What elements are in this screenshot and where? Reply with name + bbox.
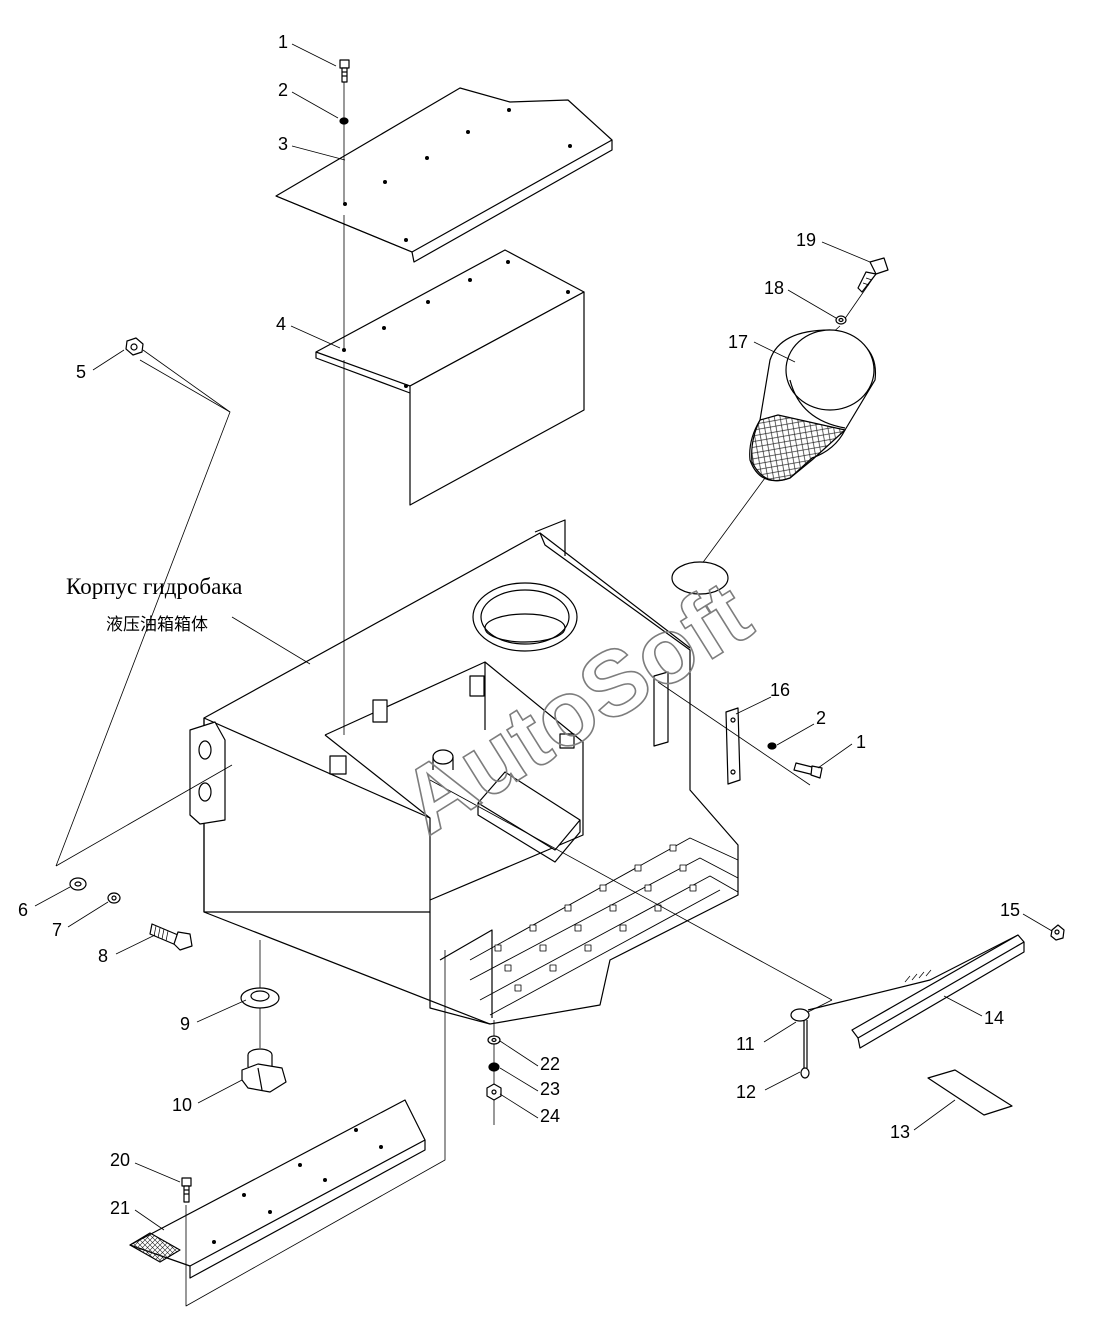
part-label-p24: 24 xyxy=(540,1106,560,1126)
part-label-p3: 3 xyxy=(278,134,288,154)
leader-lines xyxy=(34,43,1053,1231)
part-label-p2b: 2 xyxy=(816,708,826,728)
part-label-p20: 20 xyxy=(110,1150,130,1170)
bolt-20 xyxy=(181,1177,192,1203)
cotter-pin-12 xyxy=(800,1020,810,1079)
part-label-p15: 15 xyxy=(1000,900,1020,920)
washer-6 xyxy=(69,877,87,891)
part-label-p6: 6 xyxy=(18,900,28,920)
part-label-p23: 23 xyxy=(540,1079,560,1099)
part-label-p4: 4 xyxy=(276,314,286,334)
part-label-p22: 22 xyxy=(540,1054,560,1074)
part-label-p21: 21 xyxy=(110,1198,130,1218)
filter-element-17 xyxy=(749,329,877,482)
assembly-title-cn: 液压油箱箱体 xyxy=(106,615,208,635)
washer-22 xyxy=(487,1035,501,1045)
bolt-19 xyxy=(857,257,889,293)
spring-washer-7 xyxy=(107,892,121,904)
part-label-p18: 18 xyxy=(764,278,784,298)
bolt-8 xyxy=(149,923,193,951)
watermark: AutoSoft xyxy=(384,561,769,855)
rod-11 xyxy=(790,934,1019,1022)
bracket-16 xyxy=(725,707,741,785)
part-label-p16: 16 xyxy=(770,680,790,700)
nut-15 xyxy=(1050,924,1065,941)
hydraulic-tank-body xyxy=(189,519,739,1025)
cover-bracket-14 xyxy=(851,934,1025,1049)
part-label-p11: 11 xyxy=(736,1034,755,1054)
washer-2-side xyxy=(767,742,777,750)
part-label-p14: 14 xyxy=(984,1008,1004,1028)
filter-flange xyxy=(671,561,729,595)
part-label-p12: 12 xyxy=(736,1082,756,1102)
part-label-p1a: 1 xyxy=(278,32,288,52)
washer-18 xyxy=(835,315,847,325)
spring-washer-23 xyxy=(488,1062,500,1072)
part-label-p19: 19 xyxy=(796,230,816,250)
part-label-p10: 10 xyxy=(172,1095,192,1115)
part-label-p7: 7 xyxy=(52,920,62,940)
drain-plug-10 xyxy=(241,1048,287,1093)
nut-24 xyxy=(486,1083,502,1101)
bolt-1-top xyxy=(339,59,350,83)
assembly-title-ru: Корпус гидробака xyxy=(66,574,243,599)
bent-shield-panel xyxy=(315,249,585,506)
bolt-1-side xyxy=(793,762,823,779)
pad-13 xyxy=(927,1069,1013,1116)
part-label-p8: 8 xyxy=(98,946,108,966)
part-label-p2a: 2 xyxy=(278,80,288,100)
part-label-p9: 9 xyxy=(180,1014,190,1034)
part-label-p1b: 1 xyxy=(856,732,866,752)
top-cover-plate xyxy=(275,87,613,263)
svg-text:AutoSoft: AutoSoft xyxy=(384,561,767,853)
part-label-p13: 13 xyxy=(890,1122,910,1142)
step-21 xyxy=(129,1099,426,1279)
part-label-p5: 5 xyxy=(76,362,86,382)
part-label-p17: 17 xyxy=(728,332,748,352)
nut-5 xyxy=(125,337,144,356)
washer-2-top xyxy=(339,117,349,125)
part-labels: 1234567891011121314151621171819202122232… xyxy=(18,32,1020,1218)
sealing-washer-9 xyxy=(240,987,280,1009)
